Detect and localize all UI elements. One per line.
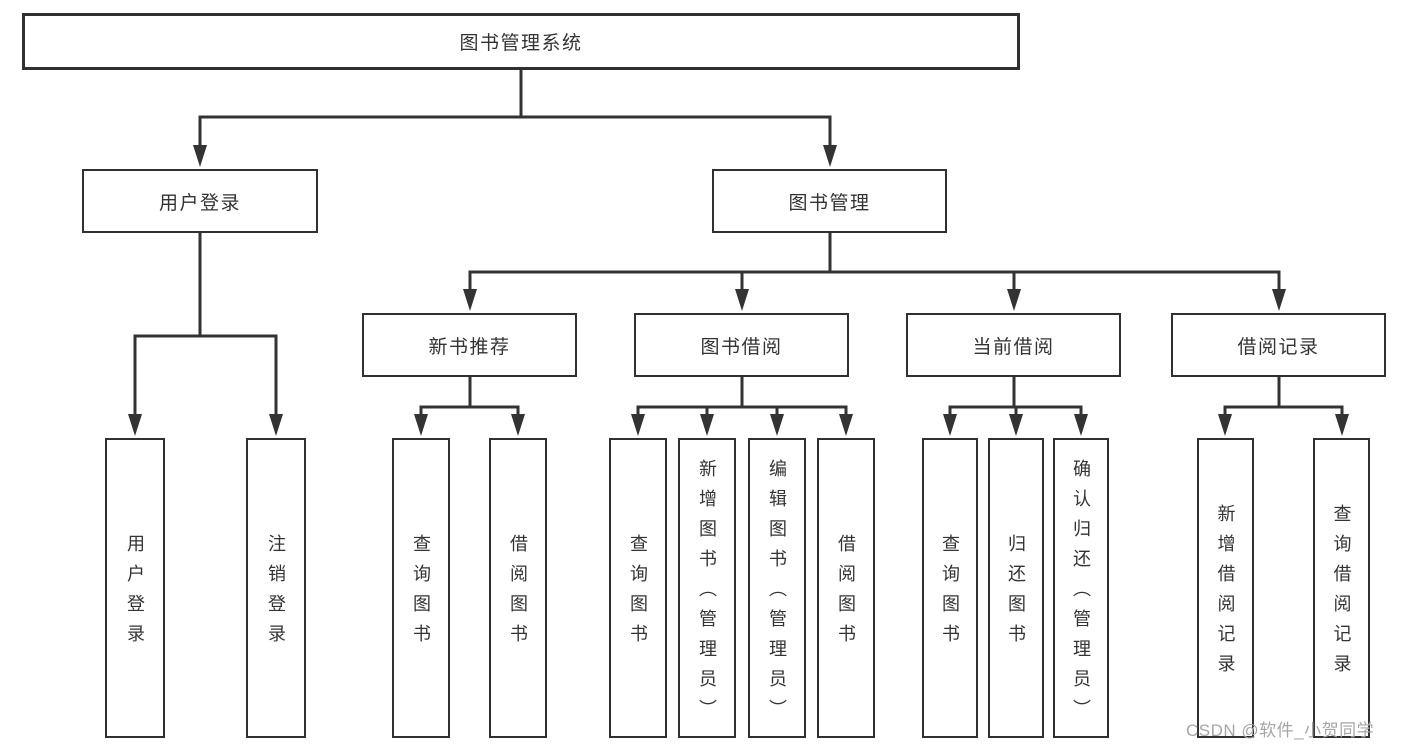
node-root-label: 图书管理系统 — [459, 33, 583, 54]
node-current-borrow-label: 当前借阅 — [972, 336, 1055, 358]
leaf-current-query-books-label: 查询图书 — [940, 534, 960, 654]
leaf-borrow-edit-books-admin-label: 编辑图书（管理员） — [767, 459, 787, 729]
arrowhead-down-icon — [631, 414, 645, 436]
arrowhead-down-icon — [511, 414, 525, 436]
leaf-newbook-query-books: 查询图书 — [392, 438, 450, 738]
node-root: 图书管理系统 — [22, 13, 1020, 70]
leaf-borrow-borrow-books-label: 借阅图书 — [836, 534, 856, 654]
leaf-current-confirm-return-admin-label: 确认归还（管理员） — [1071, 459, 1091, 729]
leaf-current-return-books: 归还图书 — [988, 438, 1044, 738]
arrowhead-down-icon — [1272, 289, 1286, 311]
arrowhead-down-icon — [463, 289, 477, 311]
node-book-management-label: 图书管理 — [788, 192, 871, 214]
leaf-logout-label: 注销登录 — [266, 534, 286, 654]
watermark: CSDN @软件_小贺同学 — [1186, 721, 1375, 740]
leaf-borrow-query-books-label: 查询图书 — [628, 534, 648, 654]
node-new-book-recommend: 新书推荐 — [362, 313, 577, 377]
arrowhead-down-icon — [1335, 414, 1349, 436]
arrowhead-down-icon — [735, 289, 749, 311]
leaf-newbook-borrow-books-label: 借阅图书 — [508, 534, 528, 654]
leaf-logout: 注销登录 — [246, 438, 306, 738]
leaf-newbook-borrow-books: 借阅图书 — [489, 438, 547, 738]
arrowhead-down-icon — [943, 414, 957, 436]
node-book-management: 图书管理 — [712, 169, 947, 233]
node-book-borrow: 图书借阅 — [634, 313, 849, 377]
leaf-borrow-edit-books-admin: 编辑图书（管理员） — [748, 438, 806, 738]
arrowhead-down-icon — [1007, 289, 1021, 311]
connector-user-login-branch — [128, 233, 283, 436]
leaf-current-confirm-return-admin: 确认归还（管理员） — [1053, 438, 1109, 738]
arrowhead-down-icon — [1218, 414, 1232, 436]
leaf-current-query-books: 查询图书 — [922, 438, 978, 738]
node-user-login: 用户登录 — [82, 169, 318, 233]
node-current-borrow: 当前借阅 — [906, 313, 1121, 377]
leaf-user-login: 用户登录 — [105, 438, 165, 738]
arrowhead-down-icon — [770, 414, 784, 436]
arrowhead-down-icon — [128, 414, 142, 436]
arrowhead-down-icon — [700, 414, 714, 436]
leaf-records-query-record-label: 查询借阅记录 — [1331, 504, 1352, 684]
leaf-borrow-add-books-admin-label: 新增图书（管理员） — [697, 459, 717, 729]
connector-current-borrow-branch — [943, 377, 1088, 436]
arrowhead-down-icon — [1009, 414, 1023, 436]
leaf-user-login-label: 用户登录 — [125, 534, 145, 654]
node-book-borrow-label: 图书借阅 — [700, 336, 783, 358]
node-new-book-recommend-label: 新书推荐 — [428, 336, 511, 358]
node-user-login-label: 用户登录 — [158, 192, 241, 214]
leaf-borrow-borrow-books: 借阅图书 — [817, 438, 875, 738]
leaf-records-add-record: 新增借阅记录 — [1197, 438, 1254, 738]
leaf-borrow-add-books-admin: 新增图书（管理员） — [678, 438, 736, 738]
arrowhead-down-icon — [1074, 414, 1088, 436]
arrowhead-down-icon — [839, 414, 853, 436]
node-borrow-records-label: 借阅记录 — [1237, 336, 1320, 358]
leaf-current-return-books-label: 归还图书 — [1006, 534, 1026, 654]
node-borrow-records: 借阅记录 — [1171, 313, 1386, 377]
arrowhead-down-icon — [193, 145, 207, 167]
connector-new-book-branch — [414, 377, 525, 436]
connector-borrow-records-branch — [1218, 377, 1349, 436]
connector-root-to-level2 — [193, 70, 837, 167]
connector-book-borrow-branch — [631, 377, 853, 436]
leaf-records-query-record: 查询借阅记录 — [1313, 438, 1370, 738]
leaf-borrow-query-books: 查询图书 — [609, 438, 667, 738]
connector-book-management-branch — [463, 233, 1286, 311]
arrowhead-down-icon — [823, 145, 837, 167]
leaf-newbook-query-books-label: 查询图书 — [411, 534, 431, 654]
arrowhead-down-icon — [414, 414, 428, 436]
leaf-records-add-record-label: 新增借阅记录 — [1215, 504, 1236, 684]
arrowhead-down-icon — [269, 414, 283, 436]
